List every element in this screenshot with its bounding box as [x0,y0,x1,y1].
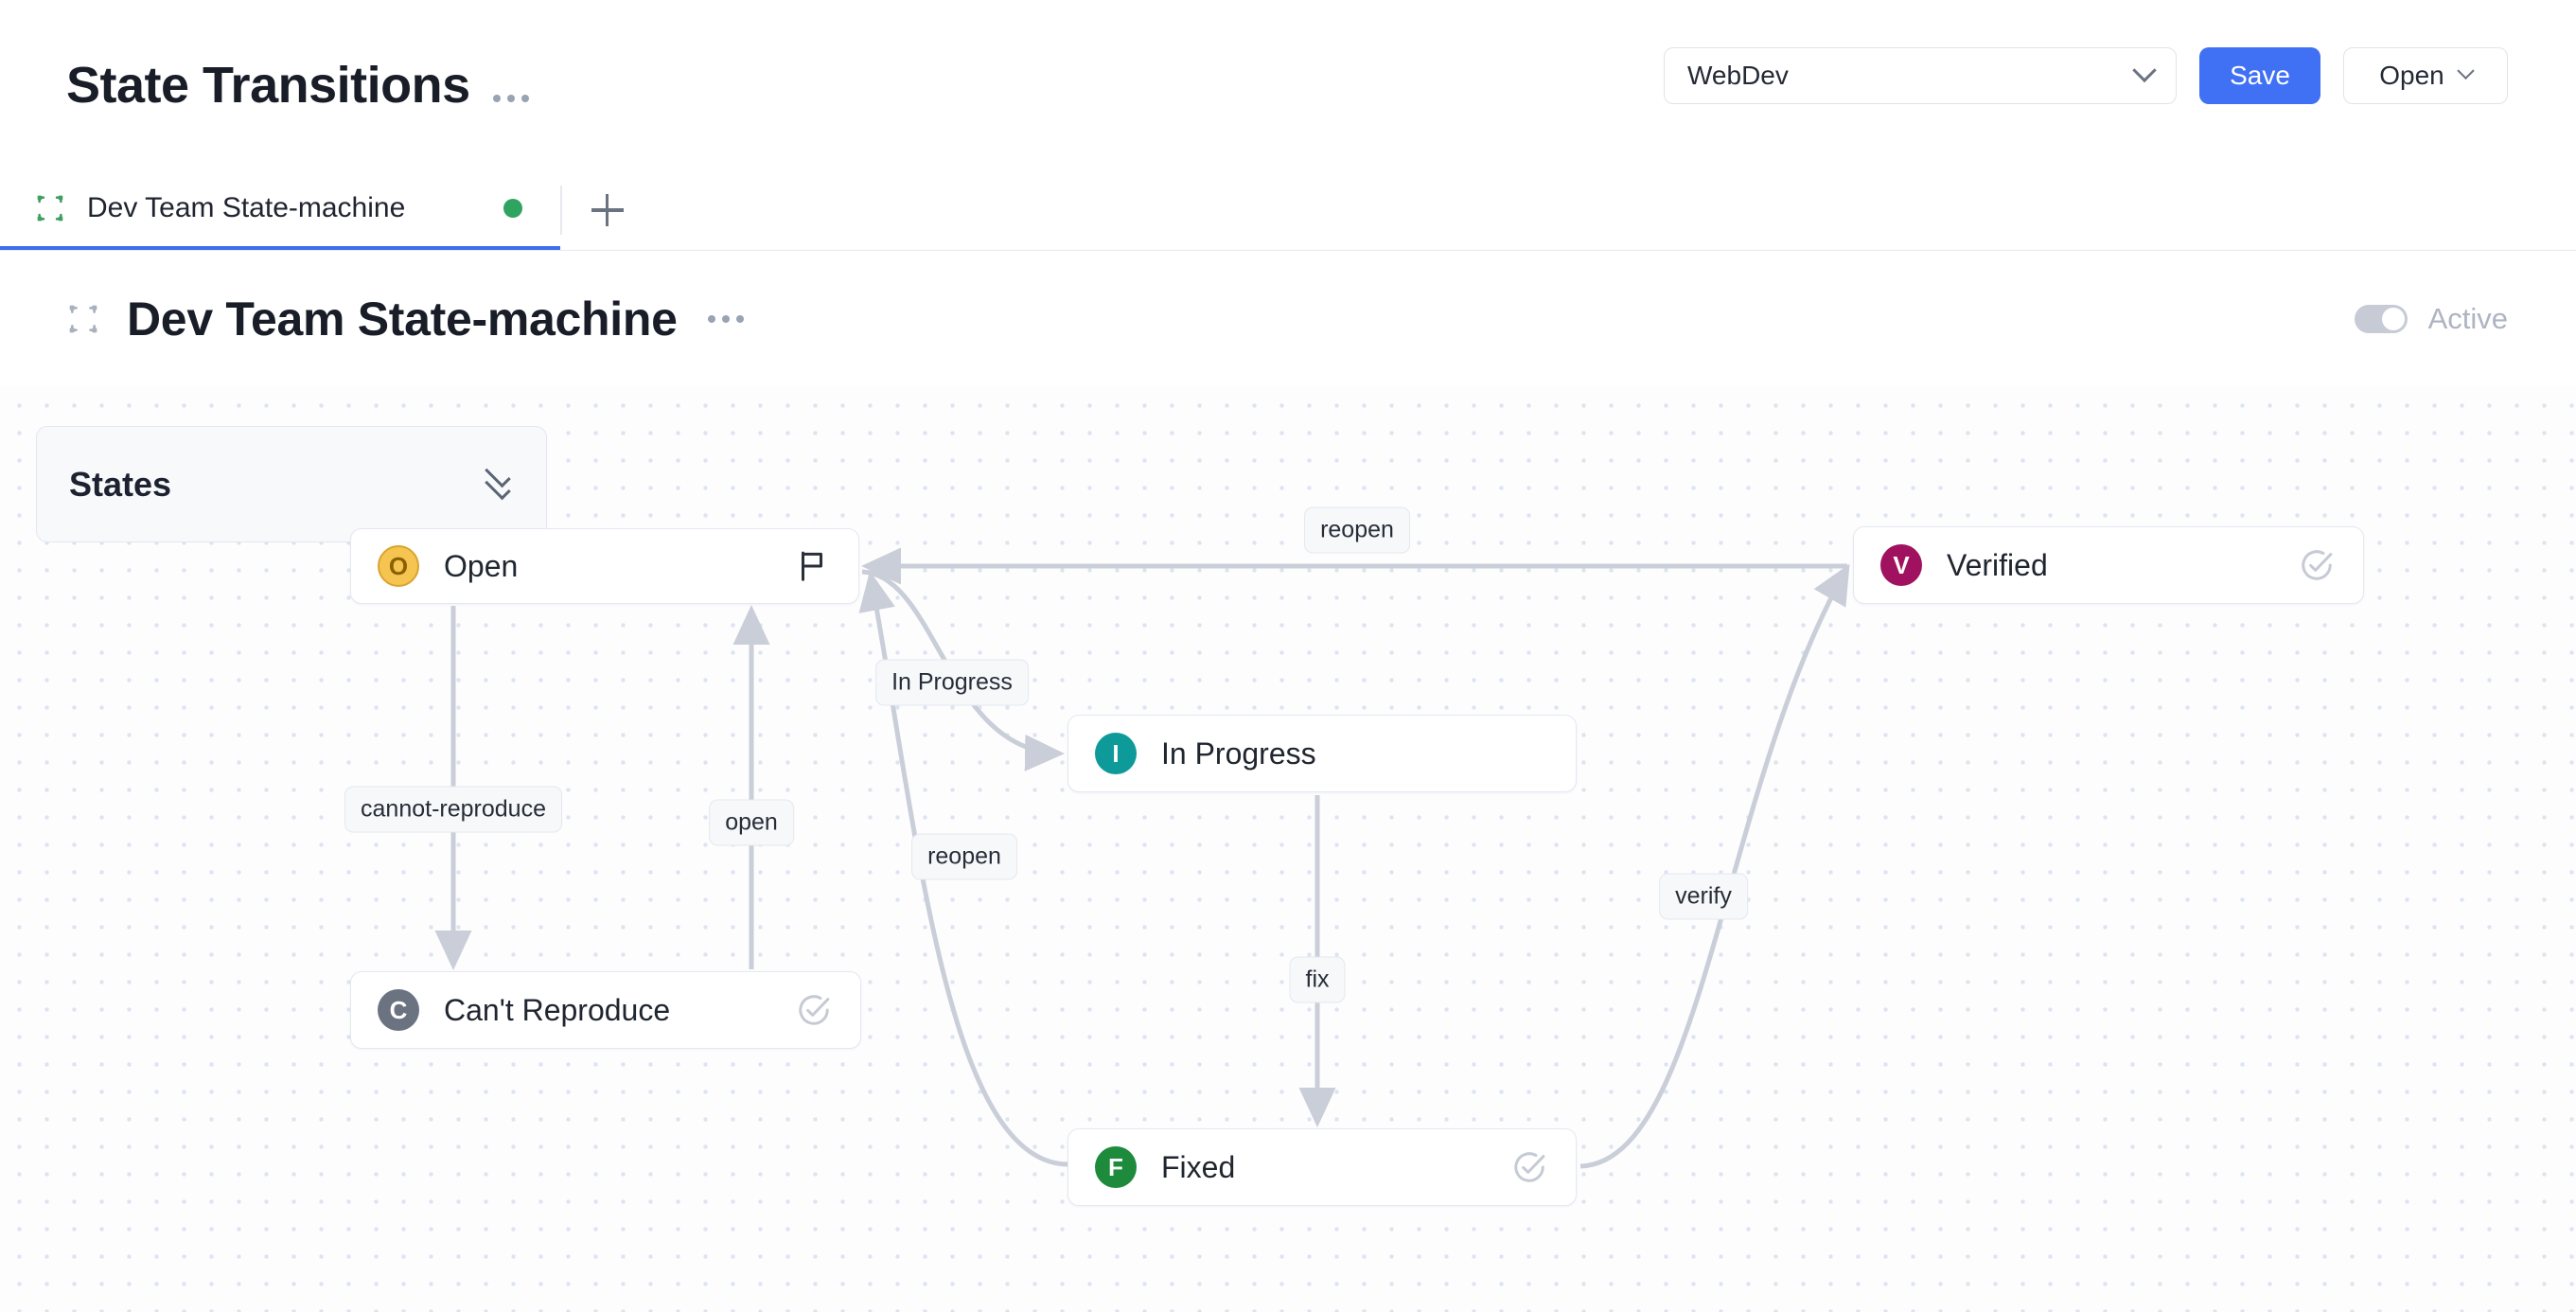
unsaved-indicator-dot [503,199,522,218]
page-more-options-button[interactable] [487,85,535,112]
state-node-open[interactable]: O Open [350,528,859,604]
active-toggle-label: Active [2427,302,2508,335]
state-node-label: Open [444,548,519,583]
state-node-label: Fixed [1161,1149,1236,1184]
diagram-title: Dev Team State-machine [127,293,678,346]
state-machine-icon [37,195,63,222]
state-node-verified[interactable]: V Verified [1853,526,2364,604]
edge-label-in-progress[interactable]: In Progress [875,659,1029,706]
state-node-label: Can't Reproduce [444,992,671,1027]
tab-divider [560,186,562,235]
state-node-in-progress[interactable]: I In Progress [1067,715,1577,792]
diagram-title-group: Dev Team State-machine [64,292,750,346]
check-circle-icon [1514,1152,1545,1182]
state-badge-initial: F [1095,1146,1137,1188]
add-tab-button[interactable] [562,170,653,250]
check-circle-icon [2302,550,2333,580]
states-panel[interactable]: States [36,426,547,542]
tab-strip: Dev Team State-machine [0,170,2576,251]
edge-verify[interactable] [1579,563,1850,1169]
active-toggle[interactable] [2354,305,2408,333]
state-badge-initial: C [378,989,419,1031]
state-node-label: In Progress [1161,736,1316,771]
tab-label: Dev Team State-machine [87,192,406,223]
chevron-down-icon [2457,62,2475,80]
page-title: State Transitions [66,57,470,114]
toggle-knob [2381,308,2405,330]
diagram-header: Dev Team State-machine Active [0,252,2576,386]
state-machine-icon [69,305,97,333]
diagram-more-options-button[interactable] [702,306,750,332]
states-panel-title: States [69,464,172,504]
edge-label-open[interactable]: open [709,799,794,846]
edge-label-verify[interactable]: verify [1659,873,1748,920]
project-select-value: WebDev [1687,61,1789,90]
header-actions: WebDev Save Open [1664,47,2508,104]
chevrons-down-icon[interactable] [485,461,514,501]
chevron-down-icon [2132,58,2157,83]
state-badge-initial: I [1095,733,1137,774]
check-circle-icon [799,995,830,1025]
state-node-cant-reproduce[interactable]: C Can't Reproduce [350,971,861,1049]
state-node-fixed[interactable]: F Fixed [1067,1128,1577,1206]
edge-label-reopen-fixed[interactable]: reopen [911,833,1017,880]
open-button[interactable]: Open [2343,47,2508,104]
app-header: State Transitions WebDev Save Open [0,0,2576,170]
plus-icon [591,194,624,226]
diagram-canvas[interactable]: States O Open V Verified I In Progress C… [0,386,2576,1312]
project-select[interactable]: WebDev [1664,47,2177,104]
edge-label-fix[interactable]: fix [1289,956,1346,1003]
ellipsis-dot-icon [506,95,515,102]
active-toggle-group: Active [2354,302,2508,336]
page-title-group: State Transitions [66,56,535,115]
open-button-label: Open [2379,61,2444,90]
ellipsis-dot-icon [520,95,529,102]
flag-icon [801,551,823,581]
state-node-label: Verified [1947,547,2048,582]
edge-label-reopen-verified[interactable]: reopen [1304,506,1410,554]
ellipsis-dot-icon [707,315,715,323]
save-button[interactable]: Save [2199,47,2320,104]
tab-dev-team-state-machine[interactable]: Dev Team State-machine [0,170,560,250]
ellipsis-dot-icon [492,95,501,102]
ellipsis-dot-icon [735,315,744,323]
ellipsis-dot-icon [721,315,730,323]
state-badge-initial: V [1880,544,1922,586]
state-badge-initial: O [378,545,419,587]
edge-label-cannot-reproduce[interactable]: cannot-reproduce [344,786,562,833]
